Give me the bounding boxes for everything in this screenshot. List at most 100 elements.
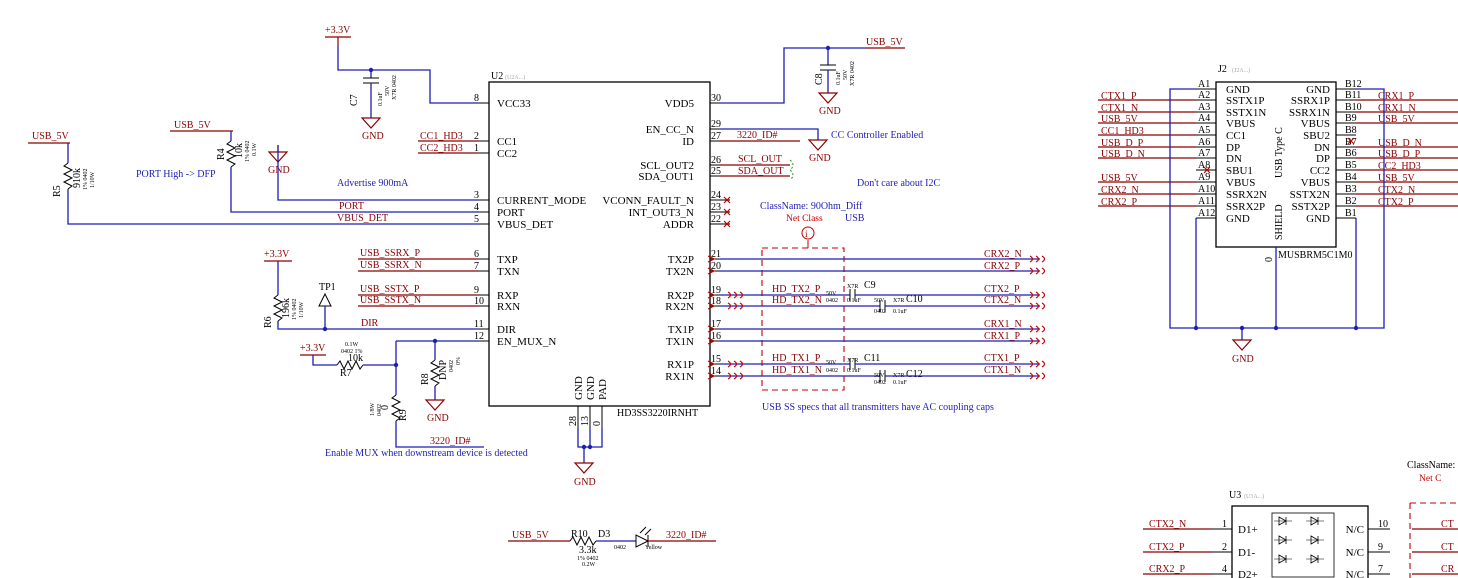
net-sda-out: SDA_OUT <box>738 166 784 177</box>
u3-sub: (U3A...) <box>1244 493 1264 500</box>
u3-pin-name: D1- <box>1238 547 1255 559</box>
net-class-box: i ClassName: 90Ohm_Diff Net Class USB <box>760 201 865 391</box>
u2-pin-name: TX2P <box>668 254 694 266</box>
u2-pin-number: 26 <box>711 155 721 166</box>
power-usb5v-mid: USB_5V <box>170 120 233 132</box>
u2-pin-number: 16 <box>711 331 721 342</box>
u2-pin-name: PORT <box>497 207 525 219</box>
resistor-r6[interactable]: R6 196k 1% 0402 1/10W <box>263 294 305 328</box>
u2-pin-number: 23 <box>711 202 721 213</box>
testpoint-tp1[interactable]: TP1 <box>318 282 336 329</box>
j2-pin-name: SSRX2P <box>1226 201 1265 213</box>
note-cc-controller: CC Controller Enabled <box>831 130 923 141</box>
u2-part: HD3SS3220IRNHT <box>617 408 698 419</box>
u2-pin-name: VCONN_FAULT_N <box>602 195 694 207</box>
u2-pin-name: RXP <box>497 290 518 302</box>
c12-value: 0.1uF <box>893 380 908 386</box>
resistor-r9[interactable]: R9 0 0402 1/8W <box>370 394 409 422</box>
noconnect-scl-sda <box>789 159 794 181</box>
c11-v1: X7R <box>847 358 858 364</box>
u2-pin-number: 13 <box>580 416 591 426</box>
r9-v2: 1/8W <box>370 402 376 416</box>
u2-pin-name: ADDR <box>663 219 695 231</box>
d3-value: Yellow <box>645 545 663 551</box>
power-3v3-top: +3.3V <box>325 25 351 45</box>
j2-pin-number: A2 <box>1198 90 1210 101</box>
capacitor-c12[interactable]: C12 X7R 50V 0402 0.1uF <box>874 369 923 386</box>
r7-ref: R7 <box>340 368 352 379</box>
c10-value: 0.1uF <box>893 309 908 315</box>
c7-value: 0.1uF <box>378 92 384 107</box>
capacitor-c10[interactable]: C10 X7R 50V 0402 0.1uF <box>874 294 923 315</box>
j2-shield-num: 0 <box>1264 257 1275 262</box>
j2-net-label: CTX2_N <box>1378 185 1415 196</box>
led-d3[interactable]: D3 0402 Yellow <box>598 526 663 551</box>
resistor-r7[interactable]: R7 0.1W 0402 1% 10k <box>336 342 364 379</box>
j2-connector[interactable]: J2 (J2A...) MUSBRM5C1M0 USB Type C SHIEL… <box>1098 64 1458 262</box>
c10-v1: X7R <box>893 298 904 304</box>
usb5v-led-label: USB_5V <box>512 530 549 541</box>
c9-pkg: 0402 <box>826 298 838 304</box>
noconnect-j2 <box>1203 137 1355 174</box>
j2-pin-name: DP <box>1226 142 1240 154</box>
d3-ref: D3 <box>598 529 610 540</box>
resistor-r10[interactable]: R10 3.3k 1% 0402 0.2W <box>569 529 599 568</box>
resistor-r8[interactable]: R8 DNP 0402 0% <box>420 357 462 387</box>
capacitor-c7[interactable]: C7 0.1uF 50V X7R 0402 <box>349 75 398 118</box>
u3-pin-number: 10 <box>1378 519 1388 530</box>
j2-sub: (J2A...) <box>1232 67 1250 74</box>
u2-pin-number: 17 <box>711 319 721 330</box>
u2-pin-number: 5 <box>474 214 479 225</box>
r9-value: 0 <box>380 405 391 410</box>
net-ctx1-n: CTX1_N <box>984 365 1021 376</box>
capacitor-c9[interactable]: C9 X7R 50V 0402 0.1uF <box>826 280 876 304</box>
u2-pin-name: SDA_OUT1 <box>638 171 694 183</box>
net-usb-sstx-p: USB_SSTX_P <box>360 284 420 295</box>
j2-pin-number: B4 <box>1345 172 1357 183</box>
resistor-r4[interactable]: R4 10k 1% 0402 0.1W <box>216 141 258 168</box>
resistor-r5[interactable]: R5 910k 1% 0402 1/10W <box>52 162 96 197</box>
u3-pin-name: N/C <box>1346 569 1364 578</box>
net-usb-ssrx-p: USB_SSRX_P <box>360 248 420 259</box>
j2-net-label: CTX1_N <box>1101 103 1138 114</box>
net-3220-id-right: 3220_ID# <box>737 130 778 141</box>
capacitor-c8[interactable]: C8 0.1uF 50V X7R 0402 <box>814 61 856 93</box>
